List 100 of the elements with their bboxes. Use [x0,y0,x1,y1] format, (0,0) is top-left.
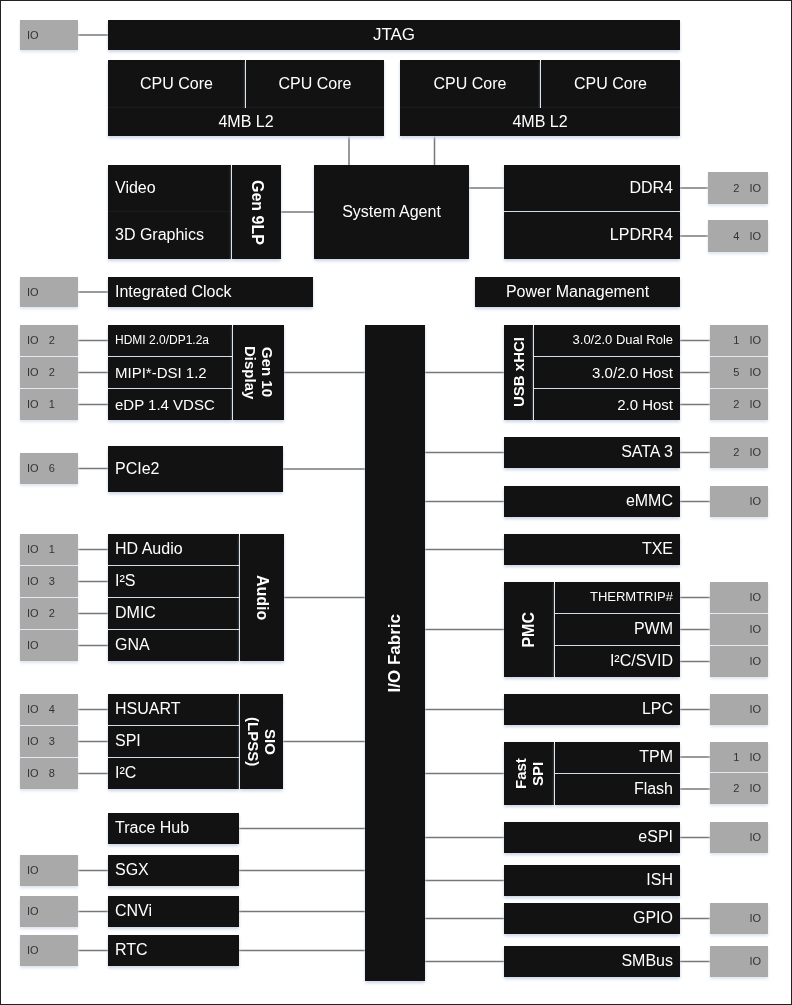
io-pin-box [20,534,78,565]
connector-line [679,596,711,599]
connector-line [238,869,366,872]
component-block [400,60,540,108]
io-label: IO [749,703,761,716]
block-label: DMIC [115,604,156,623]
io-label: 2 IO [733,446,761,459]
component-block [314,165,469,259]
block-label: HSUART [115,700,181,719]
connector-line [679,836,711,839]
connector-line [679,371,711,374]
connector-line [679,339,711,342]
block-label: LPC [641,700,673,719]
connector-line [424,371,505,374]
component-block [108,212,231,259]
connector-line [77,580,109,583]
connector-line [424,772,505,775]
io-pin-box [710,389,768,420]
connector-line [282,740,366,743]
io-label: IO 8 [27,767,55,780]
group-block [504,742,554,805]
block-label: PWM [633,620,673,639]
io-pin-box [710,903,768,934]
io-label: IO [749,591,761,604]
io-pin-box [710,582,768,613]
io-label: IO 1 [27,398,55,411]
block-label: SIO (LPSS) [244,715,279,769]
connector-line [77,548,109,551]
component-block [108,630,239,661]
io-pin-box [20,389,78,420]
io-label: IO 4 [27,703,55,716]
block-label: eDP 1.4 VDSC [115,395,215,414]
io-pin-box [20,855,78,886]
io-pin-box [20,357,78,388]
connector-line [679,960,711,963]
connector-line [77,772,109,775]
connector-line [433,135,436,166]
connector-line [77,708,109,711]
block-label: CPU Core [574,74,647,94]
io-label: 5 IO [733,366,761,379]
io-label: IO [749,623,761,636]
io-pin-box [708,220,768,252]
component-block [504,822,680,853]
connector-line [238,827,366,830]
component-block [504,903,680,934]
io-pin-box [708,172,768,204]
block-label: TXE [641,540,673,559]
io-label: IO 2 [27,607,55,620]
group-block [232,165,281,259]
group-block [504,582,554,677]
io-pin-box [20,325,78,356]
io-pin-box [20,758,78,789]
component-block [108,566,239,597]
io-label: IO [27,285,39,299]
component-block [555,774,680,805]
block-label: PMC [519,611,538,648]
io-label: 1 IO [733,334,761,347]
block-label: RTC [115,941,148,960]
component-block [534,357,680,388]
block-label: 3D Graphics [115,226,204,245]
block-label: CPU Core [433,74,507,94]
io-pin-box [20,694,78,725]
connector-line [77,949,109,952]
io-label: IO [749,495,761,508]
connector-line [679,756,711,758]
component-block [108,108,384,136]
io-label: IO [27,944,39,957]
block-label: I²C/SVID [609,652,673,671]
component-block [504,865,680,896]
block-label: GPIO [633,909,673,928]
io-label: 4 IO [733,229,761,243]
io-label: 2 IO [733,398,761,411]
io-pin-box [20,598,78,629]
connector-line [283,371,366,374]
component-block [108,726,239,757]
block-label: 3.0/2.0 Host [592,363,673,382]
block-label: Gen 9LP [247,179,266,245]
connector-line [77,644,109,647]
io-pin-box [710,946,768,977]
block-label: I/O Fabric [385,613,405,693]
block-label: Trace Hub [115,819,190,838]
io-pin-box [710,325,768,356]
block-label: MIPI*-DSI 1.2 [115,363,207,382]
component-block [534,325,680,356]
connector-line [424,917,505,920]
connector-line [679,660,711,663]
component-block [555,614,680,645]
connector-line [77,869,109,872]
component-block [400,108,680,136]
block-label: ISH [646,871,673,890]
io-pin-box [710,614,768,645]
connector-line [679,403,711,406]
connector-line [679,187,709,189]
block-label: GNA [115,636,150,655]
block-label: System Agent [342,202,441,222]
component-block [108,389,232,420]
connector-line [77,371,109,374]
component-block [541,60,680,108]
io-pin-box [710,646,768,677]
block-label: SGX [115,861,149,880]
